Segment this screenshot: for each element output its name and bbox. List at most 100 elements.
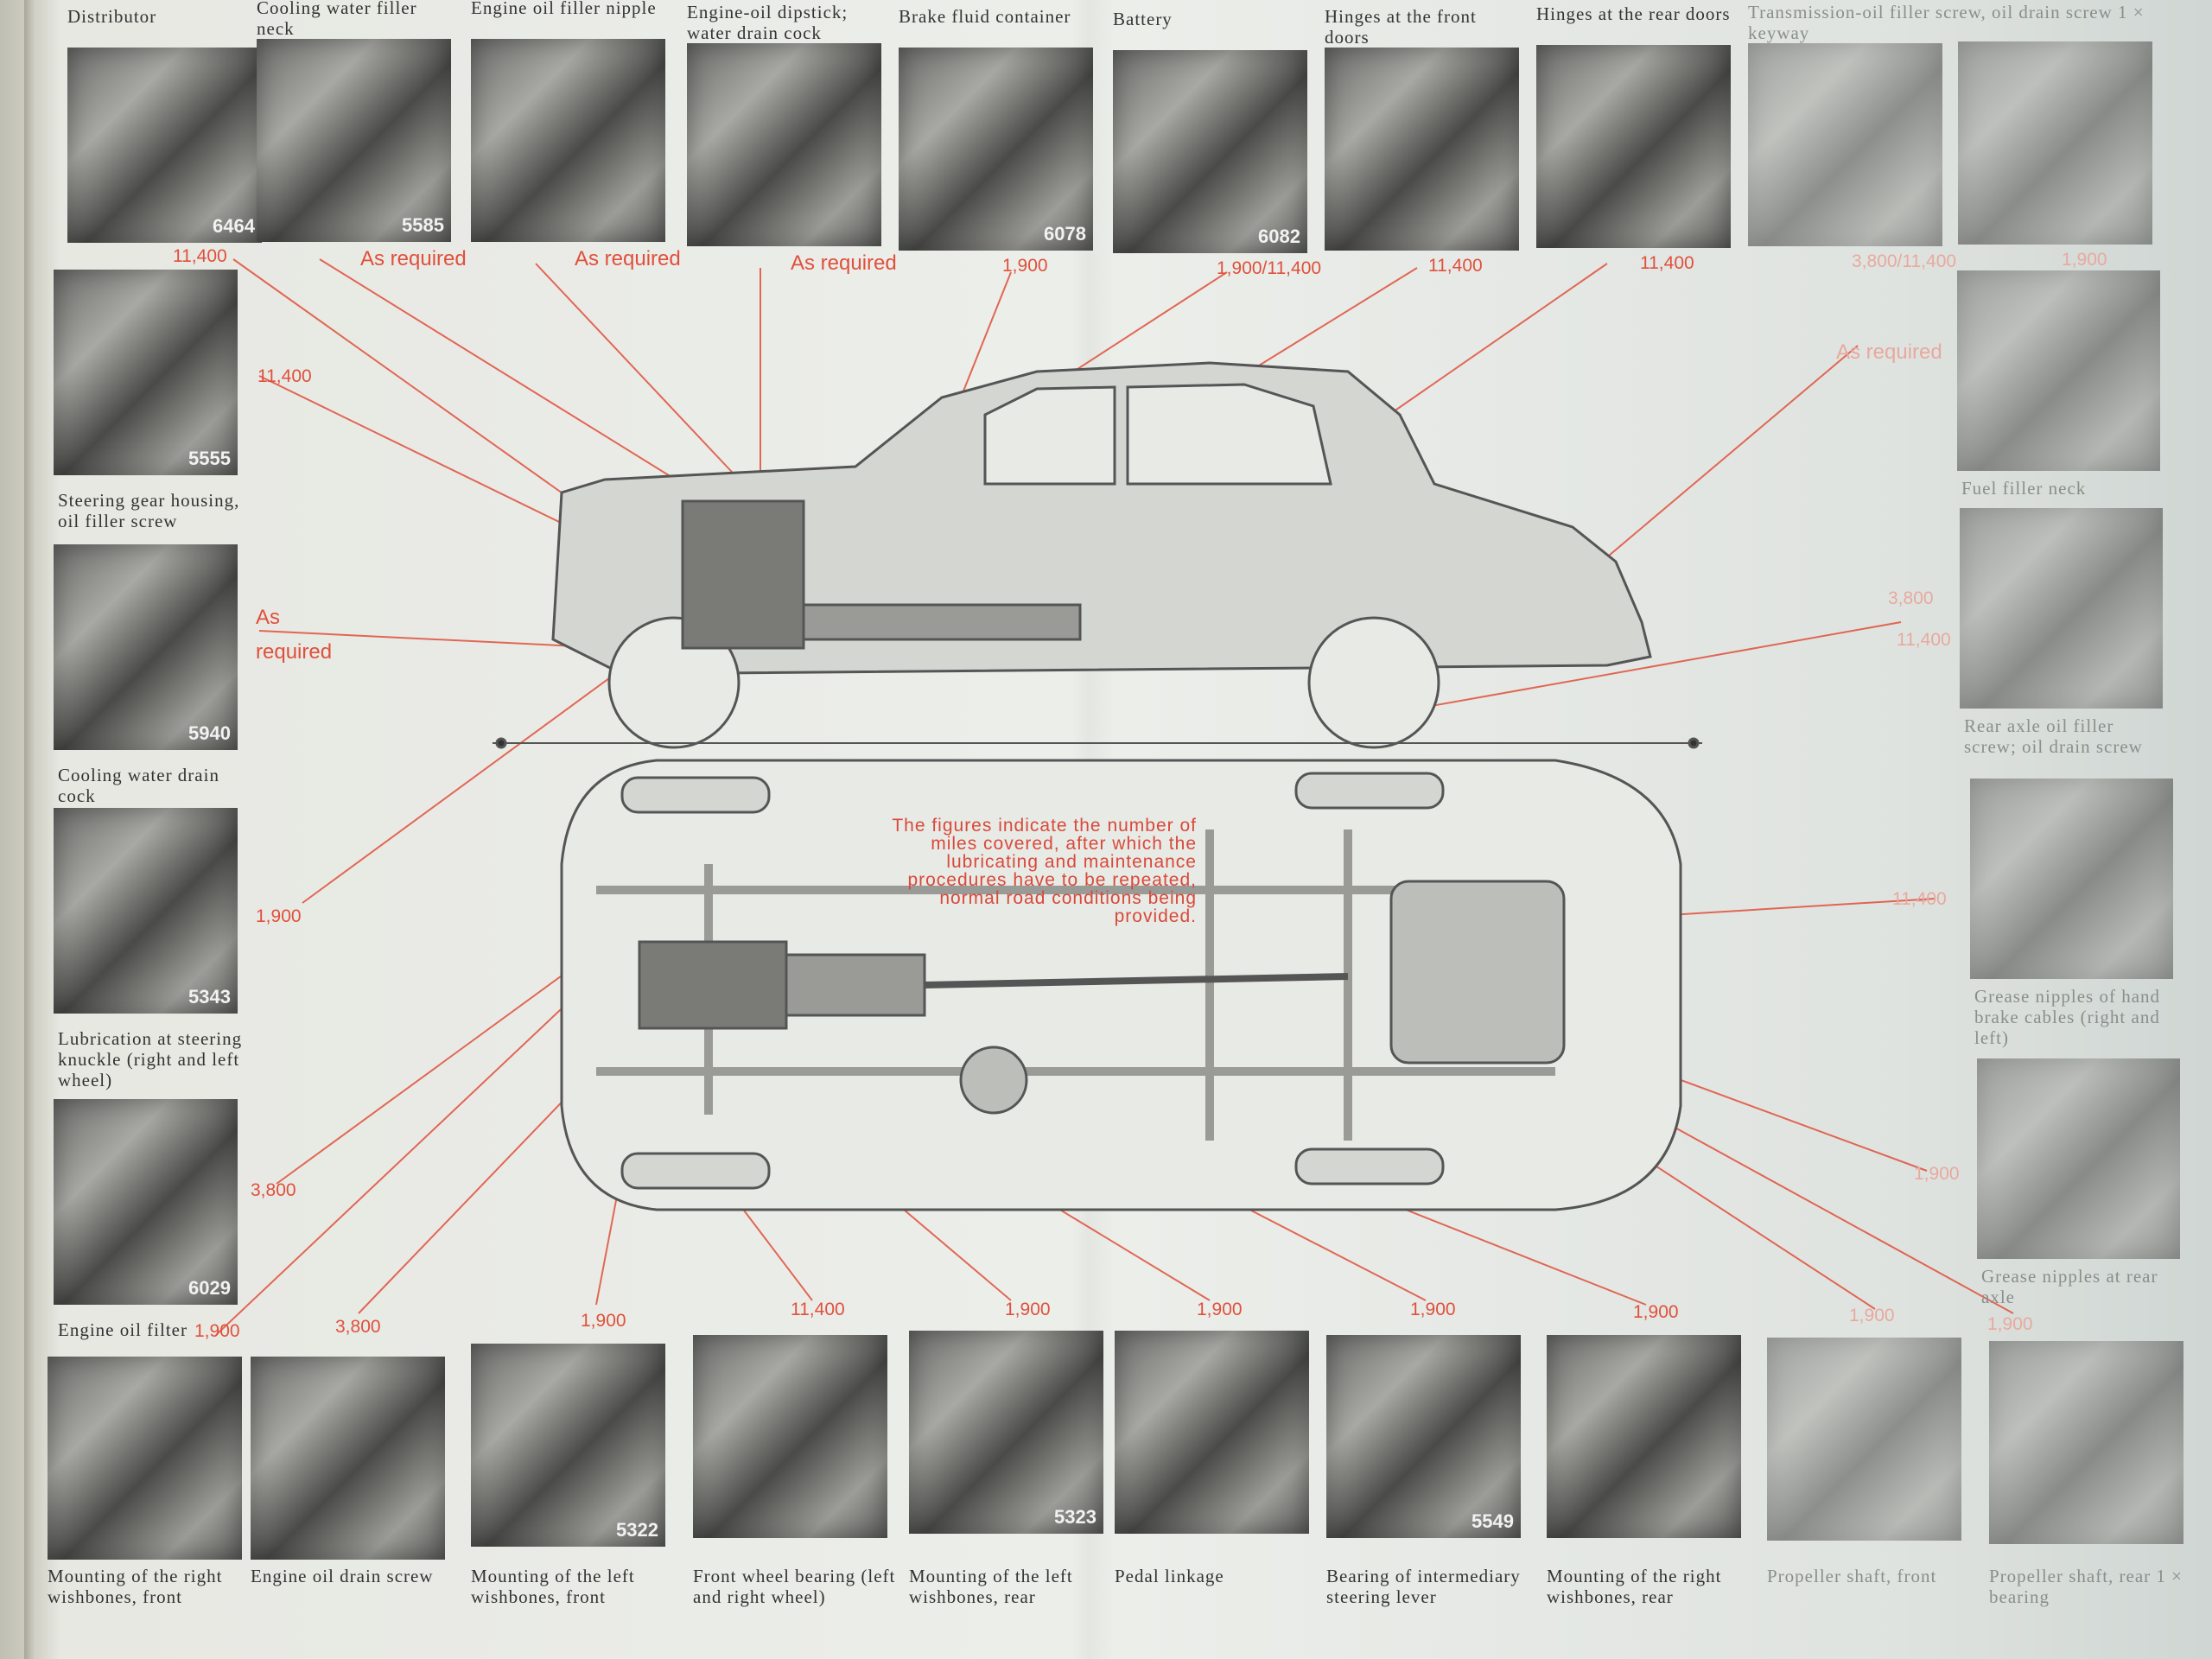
mileage-note: The figures indicate the number of miles…: [892, 816, 1197, 926]
side-view: [493, 361, 1702, 749]
caption-bottom-10: Propeller shaft, rear 1 × bearing: [1989, 1566, 2183, 1607]
photo-left-2: 5940: [54, 544, 238, 750]
mileage-top-1: 11,400: [173, 246, 227, 266]
caption-top-7: Hinges at the front doors: [1325, 6, 1477, 48]
mileage-left-1: 11,400: [257, 366, 312, 386]
mileage-top-6: 1,900/11,400: [1217, 258, 1322, 278]
photo-top-1: 6464: [67, 48, 262, 243]
caption-top-4: Engine-oil dipstick; water drain cock: [687, 2, 849, 43]
caption-bottom-1: Mounting of the right wishbones, front: [48, 1566, 223, 1607]
mileage-bottom-3: 1,900: [581, 1311, 626, 1331]
photo-top-5: 6078: [899, 48, 1093, 251]
mileage-left-2: As required: [256, 606, 333, 664]
mileage-top-4: As required: [791, 251, 897, 275]
photo-number: 5322: [616, 1519, 658, 1541]
caption-right-1: Fuel filler neck: [1961, 478, 2087, 499]
photo-bottom-7: 5549: [1326, 1335, 1521, 1538]
photo-left-1: 5555: [54, 270, 238, 475]
caption-bottom-2: Engine oil drain screw: [251, 1566, 434, 1586]
mileage-right-2: 3,800: [1888, 588, 1934, 608]
caption-left-2: Cooling water drain cock: [58, 765, 219, 806]
photo-right-2: [1960, 508, 2163, 709]
photo-top-2: 5585: [257, 39, 451, 242]
caption-top-1: Distributor: [67, 6, 157, 27]
photo-bottom-9: [1767, 1338, 1961, 1541]
mileage-right-2-b: 11,400: [1897, 630, 1951, 650]
caption-top-3: Engine oil filler nipple: [471, 0, 657, 18]
photo-top-9: [1748, 43, 1942, 246]
mileage-bottom-4: 11,400: [791, 1300, 845, 1319]
photo-number: 5343: [188, 986, 231, 1007]
photo-bottom-6: [1115, 1331, 1309, 1534]
caption-bottom-5: Mounting of the left wishbones, rear: [909, 1566, 1073, 1607]
photo-number: 6078: [1044, 223, 1086, 245]
caption-left-1: Steering gear housing, oil filler screw: [58, 490, 240, 531]
photo-top-6: 6082: [1113, 50, 1307, 253]
photo-bottom-1: [48, 1357, 242, 1560]
photo-top-8: [1536, 45, 1731, 248]
caption-right-2: Rear axle oil filler screw; oil drain sc…: [1964, 715, 2143, 757]
mileage-top-5: 1,900: [1002, 256, 1048, 276]
caption-bottom-7: Bearing of intermediary steering lever: [1326, 1566, 1521, 1607]
mileage-top-8: 11,400: [1640, 253, 1694, 273]
mileage-bottom-2: 3,800: [335, 1317, 381, 1337]
photo-bottom-2: [251, 1357, 445, 1560]
photo-bottom-8: [1547, 1335, 1741, 1538]
caption-bottom-8: Mounting of the right wishbones, rear: [1547, 1566, 1722, 1607]
mileage-bottom-8: 1,900: [1633, 1302, 1679, 1322]
photo-number: 5585: [402, 214, 444, 236]
caption-left-3: Lubrication at steering knuckle (right a…: [58, 1028, 243, 1090]
mileage-bottom-5: 1,900: [1005, 1300, 1051, 1319]
mileage-left-3: 1,900: [256, 906, 302, 926]
photo-number: 6082: [1258, 226, 1300, 247]
photo-bottom-5: 5323: [909, 1331, 1103, 1534]
photo-left-4: 6029: [54, 1099, 238, 1305]
caption-right-4: Grease nipples at rear axle: [1981, 1266, 2158, 1307]
caption-bottom-9: Propeller shaft, front: [1767, 1566, 1937, 1586]
caption-bottom-6: Pedal linkage: [1115, 1566, 1224, 1586]
mileage-top-2: As required: [360, 247, 467, 270]
caption-bottom-4: Front wheel bearing (left and right whee…: [693, 1566, 896, 1607]
binding-spine: [24, 0, 36, 1659]
caption-right-3: Grease nipples of hand brake cables (rig…: [1974, 986, 2161, 1048]
mileage-top-9: 3,800/11,400: [1852, 251, 1957, 271]
caption-top-9: Transmission-oil filler screw, oil drain…: [1748, 2, 2145, 43]
caption-bottom-3: Mounting of the left wishbones, front: [471, 1566, 635, 1607]
mileage-right-4: 1,900: [1914, 1164, 1960, 1184]
photo-number: 5549: [1471, 1510, 1514, 1532]
photo-top-3: [471, 39, 665, 242]
photo-right-1: [1957, 270, 2160, 471]
photo-number: 5940: [188, 722, 231, 744]
mileage-bottom-9: 1,900: [1849, 1306, 1895, 1325]
photo-top-7: [1325, 48, 1519, 251]
mileage-top-10: 1,900: [2062, 250, 2107, 270]
caption-top-6: Battery: [1113, 9, 1173, 29]
caption-top-8: Hinges at the rear doors: [1536, 3, 1731, 24]
photo-top-4: [687, 43, 881, 246]
caption-top-2: Cooling water filler neck: [257, 0, 417, 39]
mileage-bottom-7: 1,900: [1410, 1300, 1456, 1319]
photo-bottom-10: [1989, 1341, 2183, 1544]
mileage-top-3: As required: [575, 247, 681, 270]
caption-top-5: Brake fluid container: [899, 6, 1071, 27]
mileage-bottom-1: 1,900: [194, 1321, 240, 1341]
mileage-right-1: As required: [1836, 340, 1942, 364]
photo-right-3: [1970, 779, 2173, 979]
mileage-left-4: 3,800: [251, 1180, 296, 1200]
mileage-right-3: 11,400: [1892, 889, 1947, 909]
photo-bottom-4: [693, 1335, 887, 1538]
mileage-bottom-6: 1,900: [1197, 1300, 1243, 1319]
photo-bottom-3: 5322: [471, 1344, 665, 1547]
photo-top-10: [1958, 41, 2152, 245]
caption-left-4: Engine oil filter: [58, 1319, 188, 1340]
photo-number: 5323: [1054, 1506, 1096, 1528]
photo-number: 5555: [188, 448, 231, 469]
mileage-top-7: 11,400: [1428, 256, 1483, 276]
plan-view: [560, 759, 1682, 1211]
photo-right-4: [1977, 1058, 2180, 1259]
photo-left-3: 5343: [54, 808, 238, 1014]
photo-number: 6029: [188, 1277, 231, 1299]
photo-number: 6464: [213, 215, 255, 237]
